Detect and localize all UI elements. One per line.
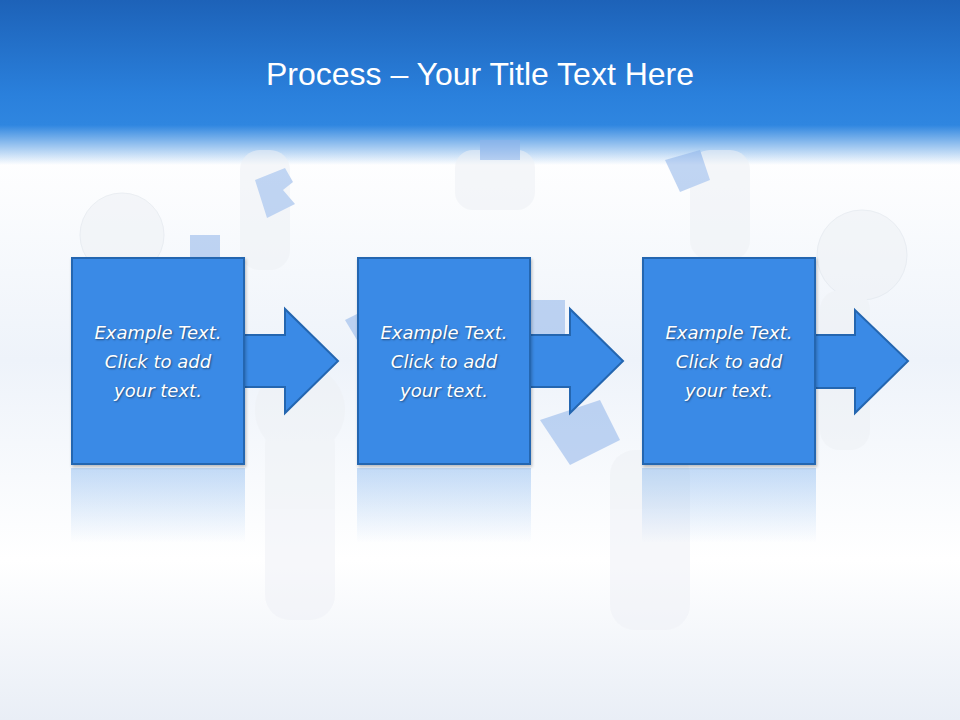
box-text: Example Text. Click to add your text.	[85, 318, 231, 405]
slide-title: Process – Your Title Text Here	[0, 52, 960, 96]
box-text: Example Text. Click to add your text.	[656, 318, 802, 405]
process-box: Example Text. Click to add your text.	[71, 257, 245, 465]
reflections	[71, 468, 816, 543]
box-text: Example Text. Click to add your text.	[371, 318, 517, 405]
flow-arrow	[243, 309, 338, 413]
process-box: Example Text. Click to add your text.	[357, 257, 531, 465]
flow-arrow	[529, 309, 623, 413]
final-arrow	[813, 310, 908, 413]
process-box: Example Text. Click to add your text.	[642, 257, 816, 465]
